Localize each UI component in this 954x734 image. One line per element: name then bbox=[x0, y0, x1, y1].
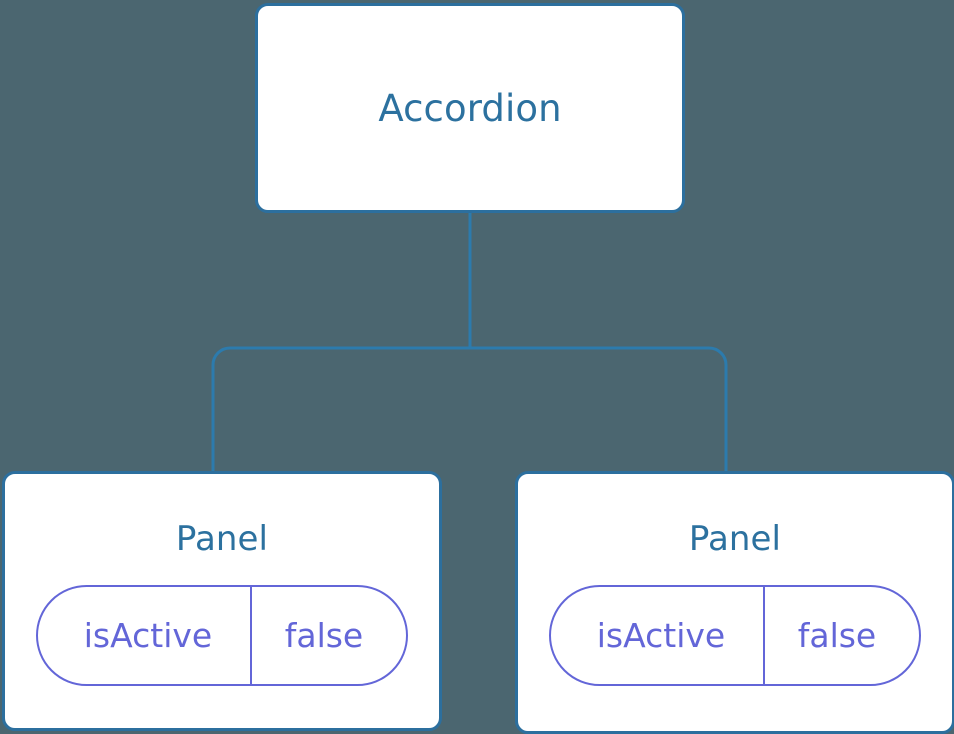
connector-branch-left bbox=[211, 346, 470, 474]
node-accordion[interactable]: Accordion bbox=[255, 3, 685, 213]
prop-value-isactive-left: false bbox=[284, 616, 364, 655]
node-panel-left[interactable]: Panel isActive false bbox=[2, 471, 442, 731]
node-accordion-title: Accordion bbox=[378, 86, 562, 130]
prop-key-isactive-right: isActive bbox=[551, 587, 765, 684]
node-panel-right[interactable]: Panel isActive false bbox=[515, 471, 954, 734]
node-panel-right-title: Panel bbox=[688, 519, 782, 559]
connector-branch-right bbox=[470, 346, 728, 474]
prop-pill-isactive-right[interactable]: isActive false bbox=[549, 585, 921, 686]
prop-value-isactive-right: false bbox=[797, 616, 877, 655]
prop-pill-isactive-left[interactable]: isActive false bbox=[36, 585, 408, 686]
node-panel-left-title: Panel bbox=[175, 519, 269, 559]
prop-key-isactive-left: isActive bbox=[38, 587, 252, 684]
